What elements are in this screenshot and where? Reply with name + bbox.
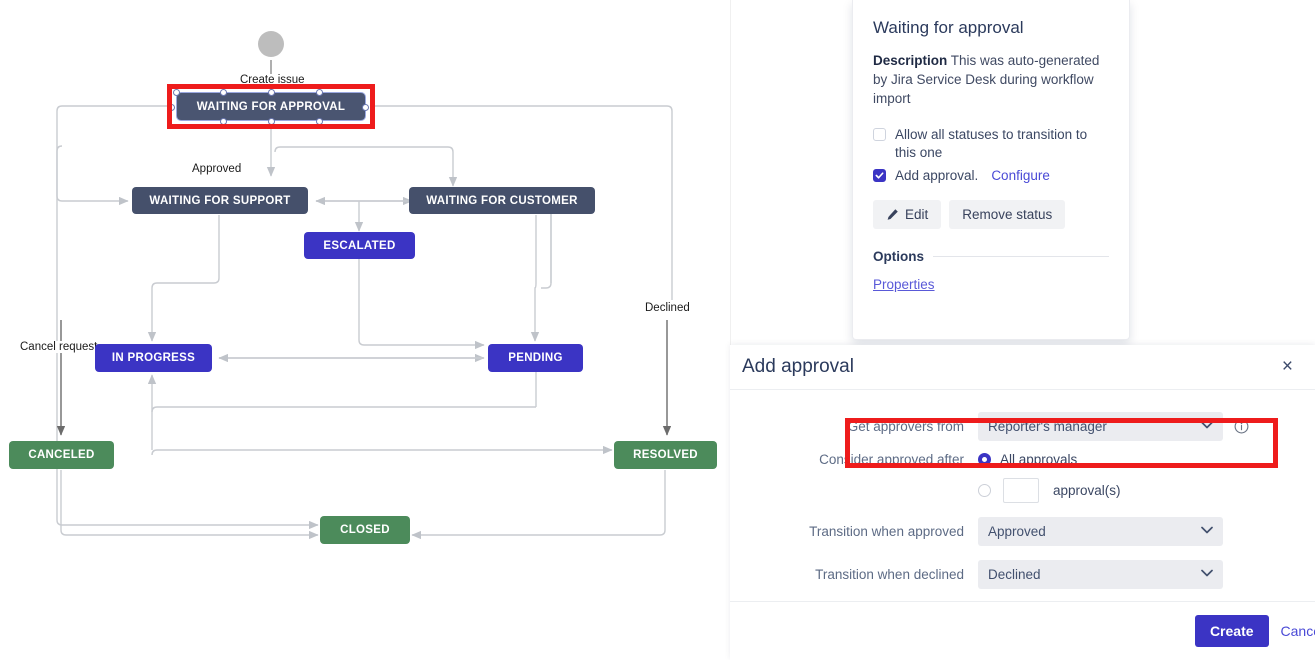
approval-count-control: approval(s)	[978, 478, 1315, 503]
close-icon[interactable]: ×	[1281, 356, 1293, 377]
workflow-node-waiting-for-customer[interactable]: WAITING FOR CUSTOMER	[409, 187, 595, 214]
workflow-node-pending[interactable]: PENDING	[488, 344, 583, 372]
workflow-node-canceled[interactable]: CANCELED	[9, 441, 114, 469]
resize-handle-top-center-right[interactable]	[316, 89, 323, 96]
edge-label-create-issue: Create issue	[238, 74, 307, 86]
workflow-node-label: PENDING	[508, 352, 563, 364]
edge-label-cancel-request: Cancel request	[18, 341, 100, 353]
transition-approved-value: Approved	[988, 524, 1046, 539]
popup-description-text: This was auto-generated by Jira Service …	[873, 53, 1100, 106]
edge-label-approved: Approved	[190, 163, 244, 175]
add-approval-label: Add approval.	[895, 168, 979, 183]
chevron-down-icon	[1201, 421, 1213, 432]
transition-declined-select[interactable]: Declined	[978, 560, 1223, 589]
workflow-node-label: CANCELED	[28, 449, 95, 461]
add-approval-checkbox[interactable]	[873, 169, 886, 182]
workflow-node-closed[interactable]: CLOSED	[320, 516, 410, 544]
approval-count-input[interactable]	[1003, 478, 1039, 503]
dialog-footer: Create Cance	[730, 601, 1315, 660]
workflow-node-label: ESCALATED	[323, 239, 396, 252]
remove-status-button-label: Remove status	[962, 207, 1053, 222]
resize-handle-middle-left[interactable]	[168, 104, 175, 111]
transition-approved-label: Transition when approved	[809, 524, 964, 539]
resize-handle-top-left[interactable]	[173, 89, 180, 96]
check-icon	[875, 172, 884, 179]
resize-handle-bottom-center[interactable]	[268, 118, 275, 125]
all-approvals-radio[interactable]	[978, 453, 991, 466]
approvers-select[interactable]: Reporter's manager	[978, 412, 1223, 441]
workflow-node-label: WAITING FOR APPROVAL	[196, 100, 346, 113]
resize-handle-middle-right[interactable]	[362, 104, 369, 111]
allow-all-statuses-label: Allow all statuses to transition to this…	[895, 127, 1088, 160]
chevron-down-icon	[1201, 526, 1213, 537]
options-heading: Options	[873, 249, 1109, 264]
resize-handle-bottom-left[interactable]	[220, 118, 227, 125]
workflow-node-label: CLOSED	[340, 524, 390, 536]
transition-declined-control: Declined	[978, 560, 1315, 589]
transition-approved-control: Approved	[978, 517, 1315, 546]
chevron-down-icon	[1201, 569, 1213, 580]
info-icon[interactable]	[1234, 419, 1249, 434]
workflow-diagram-canvas[interactable]: Create issue Approved Declined Cancel re…	[0, 0, 730, 660]
consider-approved-control: All approvals	[978, 452, 1315, 467]
workflow-edges	[56, 60, 673, 540]
allow-all-statuses-row[interactable]: Allow all statuses to transition to this…	[873, 126, 1109, 162]
dialog-title: Add approval	[742, 356, 854, 377]
allow-all-statuses-checkbox[interactable]	[873, 128, 886, 141]
popup-description: Description This was auto-generated by J…	[873, 51, 1109, 108]
transition-approved-select[interactable]: Approved	[978, 517, 1223, 546]
canvas-gutter	[700, 0, 731, 345]
approval-count-radio[interactable]	[978, 484, 991, 497]
add-approval-dialog: Add approval × Get approvers from Report…	[730, 345, 1315, 660]
transition-declined-value: Declined	[988, 567, 1041, 582]
field-row-consider-approved: Consider approved after All approvals	[730, 452, 1315, 467]
workflow-node-escalated[interactable]: ESCALATED	[304, 232, 415, 259]
workflow-node-label: IN PROGRESS	[111, 352, 196, 364]
approvers-control: Reporter's manager	[978, 412, 1315, 441]
workflow-node-waiting-for-support[interactable]: WAITING FOR SUPPORT	[132, 187, 308, 214]
popup-title: Waiting for approval	[873, 18, 1024, 37]
edit-button[interactable]: Edit	[873, 200, 942, 229]
pencil-icon	[887, 209, 898, 220]
workflow-node-label: WAITING FOR SUPPORT	[149, 194, 291, 207]
transition-declined-label: Transition when declined	[815, 567, 964, 582]
popup-button-row: Edit Remove status	[873, 200, 1109, 229]
resize-handle-bottom-right[interactable]	[316, 118, 323, 125]
create-button[interactable]: Create	[1194, 615, 1269, 647]
field-row-transition-approved: Transition when approved Approved	[730, 517, 1315, 546]
dialog-body: Get approvers from Reporter's manager Co…	[730, 390, 1315, 589]
field-row-approvers: Get approvers from Reporter's manager	[730, 412, 1315, 441]
remove-status-button[interactable]: Remove status	[949, 200, 1066, 229]
add-approval-row[interactable]: Add approval. Configure	[873, 167, 1109, 185]
approval-count-suffix: approval(s)	[1053, 483, 1121, 498]
properties-link[interactable]: Properties	[873, 277, 935, 292]
workflow-node-in-progress[interactable]: IN PROGRESS	[95, 344, 212, 372]
approvers-label: Get approvers from	[847, 419, 964, 434]
workflow-node-label: WAITING FOR CUSTOMER	[426, 194, 578, 207]
edge-label-declined: Declined	[643, 302, 692, 314]
dialog-header: Add approval ×	[730, 345, 1315, 390]
resize-handle-top-center[interactable]	[268, 89, 275, 96]
workflow-node-label: RESOLVED	[633, 449, 698, 461]
configure-link[interactable]: Configure	[991, 168, 1050, 183]
status-detail-popup: Waiting for approval Description This wa…	[852, 0, 1130, 340]
workflow-node-resolved[interactable]: RESOLVED	[614, 441, 717, 469]
edit-button-label: Edit	[905, 207, 929, 222]
cancel-button[interactable]: Cance	[1280, 623, 1315, 639]
consider-approved-label: Consider approved after	[819, 452, 964, 467]
options-heading-label: Options	[873, 249, 924, 264]
resize-handle-top-center-left[interactable]	[220, 89, 227, 96]
all-approvals-label: All approvals	[1000, 452, 1078, 467]
field-row-transition-declined: Transition when declined Declined	[730, 560, 1315, 589]
field-row-approval-count: approval(s)	[730, 478, 1315, 503]
options-divider	[933, 256, 1109, 257]
start-circle-icon	[258, 31, 284, 57]
approvers-select-value: Reporter's manager	[988, 419, 1107, 434]
workflow-node-waiting-for-approval[interactable]: WAITING FOR APPROVAL	[168, 89, 369, 125]
popup-description-label: Description	[873, 53, 948, 68]
